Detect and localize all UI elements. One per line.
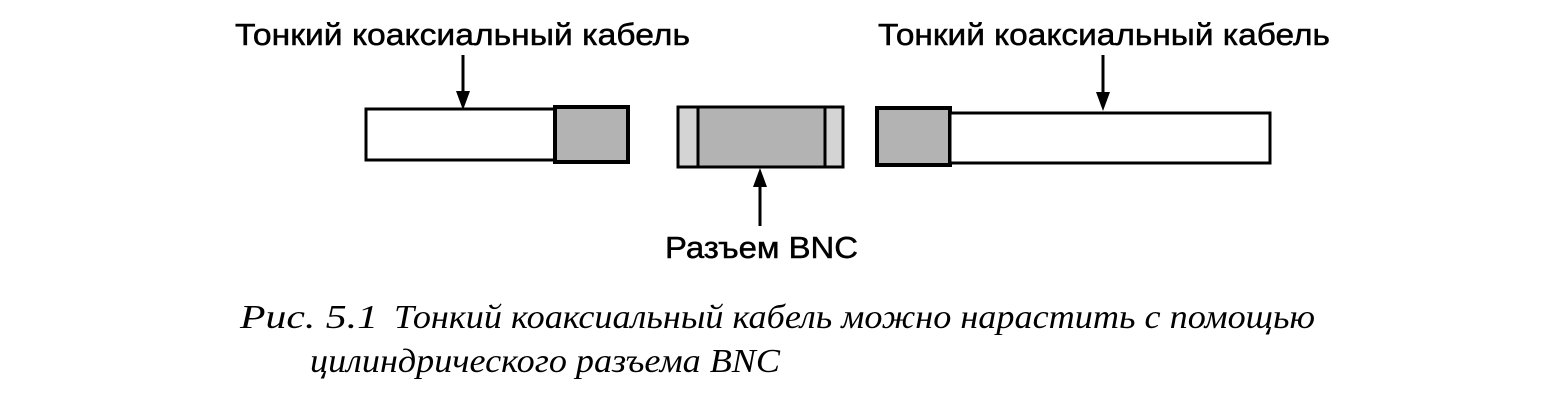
caption-line-1: Тонкий коаксиальный кабель можно нарасти… [394, 299, 1315, 336]
left-cable-label: Тонкий коаксиальный кабель [235, 17, 690, 52]
figure-caption: Рис. 5.1 Тонкий коаксиальный кабель можн… [239, 299, 1315, 380]
right-cable [875, 106, 1272, 167]
bnc-barrel-connector [676, 105, 845, 169]
right-cable-body [948, 111, 1272, 165]
left-cable [364, 105, 630, 164]
left-arrow-head [456, 91, 470, 110]
right-cable-ferrule [875, 106, 952, 167]
left-cable-arrow [456, 55, 470, 110]
connector-arrow [753, 168, 767, 226]
right-cable-arrow [1096, 55, 1110, 111]
connector-arrow-head [753, 168, 767, 187]
caption-number: Рис. 5.1 [239, 299, 378, 336]
left-cable-ferrule [553, 105, 630, 164]
caption-line-2: цилиндрического разъема BNC [310, 343, 780, 380]
right-arrow-head [1096, 92, 1110, 111]
left-cable-body [364, 107, 557, 162]
bnc-body [696, 105, 827, 169]
connector-label: Разъем BNC [665, 230, 858, 265]
bnc-left-ring [676, 105, 700, 169]
right-cable-label: Тонкий коаксиальный кабель [878, 17, 1330, 52]
bnc-right-ring [823, 105, 845, 169]
